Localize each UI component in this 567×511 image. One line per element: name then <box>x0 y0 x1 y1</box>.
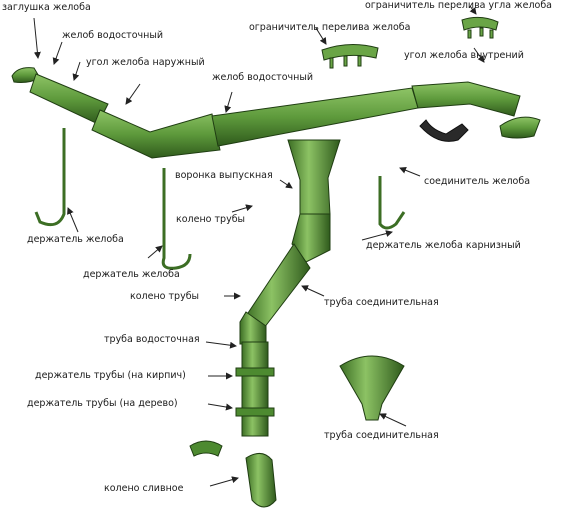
label-pipe-elbow-lower: колено трубы <box>130 291 200 302</box>
label-gutter-holder-center: держатель желоба <box>83 269 180 280</box>
gutter-holders <box>34 128 406 270</box>
gutter-top-part <box>29 73 109 125</box>
gutter-connector-part <box>419 119 469 142</box>
gutter-run <box>11 67 521 159</box>
corner-overflow-limiter-part <box>461 16 499 39</box>
inner-corner-part <box>411 81 521 117</box>
label-gutter-connector: соединитель желоба <box>424 176 531 187</box>
right-end-piece <box>499 116 541 139</box>
overflow-limiter-part <box>321 44 379 69</box>
leader-arrows <box>33 5 485 487</box>
downpipe-assembly <box>189 139 341 508</box>
connecting-pipe-upper-part <box>245 243 311 329</box>
label-pipe-holder-wood: держатель трубы (на дерево) <box>27 398 178 409</box>
label-overflow-limiter: ограничитель перелива желоба <box>249 22 411 33</box>
label-gutter-middle: желоб водосточный <box>212 72 314 83</box>
drain-elbow-part <box>245 453 277 508</box>
label-outer-corner: угол желоба наружный <box>86 57 205 68</box>
funnel-part <box>287 139 341 215</box>
pipe-holder-wood-part <box>235 407 275 417</box>
connecting-pipe-lower-part <box>339 355 405 421</box>
pipe-holder-brick-part <box>235 367 275 377</box>
outer-corner-part <box>91 109 221 159</box>
label-pipe-holder-brick: держатель трубы (на кирпич) <box>35 370 186 381</box>
label-gutter-top: желоб водосточный <box>62 30 164 41</box>
label-inner-corner: угол желоба внутрений <box>404 50 524 61</box>
label-pipe-elbow-upper: колено трубы <box>176 214 246 225</box>
gutter-middle-part <box>211 87 419 147</box>
label-eaves-gutter-holder: держатель желоба карнизный <box>366 240 521 251</box>
label-connecting-pipe-lower: труба соединительная <box>324 430 439 441</box>
label-corner-overflow-limiter: ограничитель перелива угла желоба <box>365 0 553 11</box>
label-funnel: воронка выпускная <box>175 170 273 181</box>
loose-pipe-holder-part <box>189 440 223 457</box>
label-downpipe: труба водосточная <box>104 334 200 345</box>
label-gutter-holder-left: держатель желоба <box>27 234 124 245</box>
upper-elbow-part <box>291 213 331 263</box>
label-drain-elbow: колено сливное <box>104 483 184 494</box>
label-gutter-end-cap: заглушка желоба <box>2 2 91 13</box>
label-connecting-pipe-upper: труба соединительная <box>324 297 439 308</box>
downpipe-part <box>241 341 269 437</box>
